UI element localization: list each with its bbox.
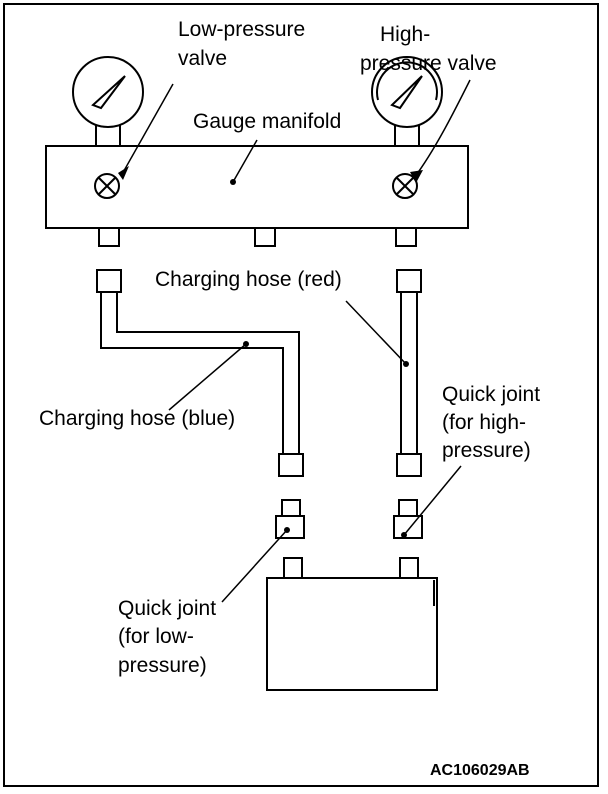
high-pressure-gauge	[371, 56, 443, 148]
manifold-port-left	[98, 227, 120, 247]
refrigerant-container	[266, 557, 438, 691]
quick-joint-low	[275, 499, 305, 539]
quick-joint-high-label-line2: (for high-	[442, 411, 527, 434]
charging-hose-blue-label: Charging hose (blue)	[39, 407, 236, 430]
gauge-manifold-body	[45, 145, 469, 229]
high-pressure-valve-label-line1: High-	[380, 23, 431, 46]
gauge-manifold-label: Gauge manifold	[193, 110, 342, 133]
low-pressure-gauge	[72, 56, 144, 148]
quick-joint-high-label-line3: pressure)	[442, 439, 531, 462]
charging-hose-red	[396, 269, 422, 477]
high-pressure-valve-symbol	[392, 173, 418, 199]
quick-joint-low-label-line2: (for low-	[118, 625, 194, 648]
leader-lines	[120, 79, 471, 603]
quick-joint-high-label-line1: Quick joint	[442, 383, 541, 406]
high-pressure-valve-label-line2: pressure valve	[360, 52, 497, 75]
low-pressure-valve-label-line2: valve	[178, 47, 228, 70]
quick-joint-low-label-line1: Quick joint	[118, 597, 217, 620]
diagram-frame	[3, 3, 599, 787]
manifold-port-center	[254, 227, 276, 247]
low-pressure-valve-label-line1: Low-pressure	[178, 18, 306, 41]
charging-hose-blue	[96, 269, 304, 477]
low-pressure-valve-symbol	[94, 173, 120, 199]
manifold-port-right	[395, 227, 417, 247]
figure-code: AC106029AB	[430, 762, 530, 779]
charging-hose-red-label: Charging hose (red)	[155, 268, 342, 291]
quick-joint-low-label-line3: pressure)	[118, 654, 207, 677]
